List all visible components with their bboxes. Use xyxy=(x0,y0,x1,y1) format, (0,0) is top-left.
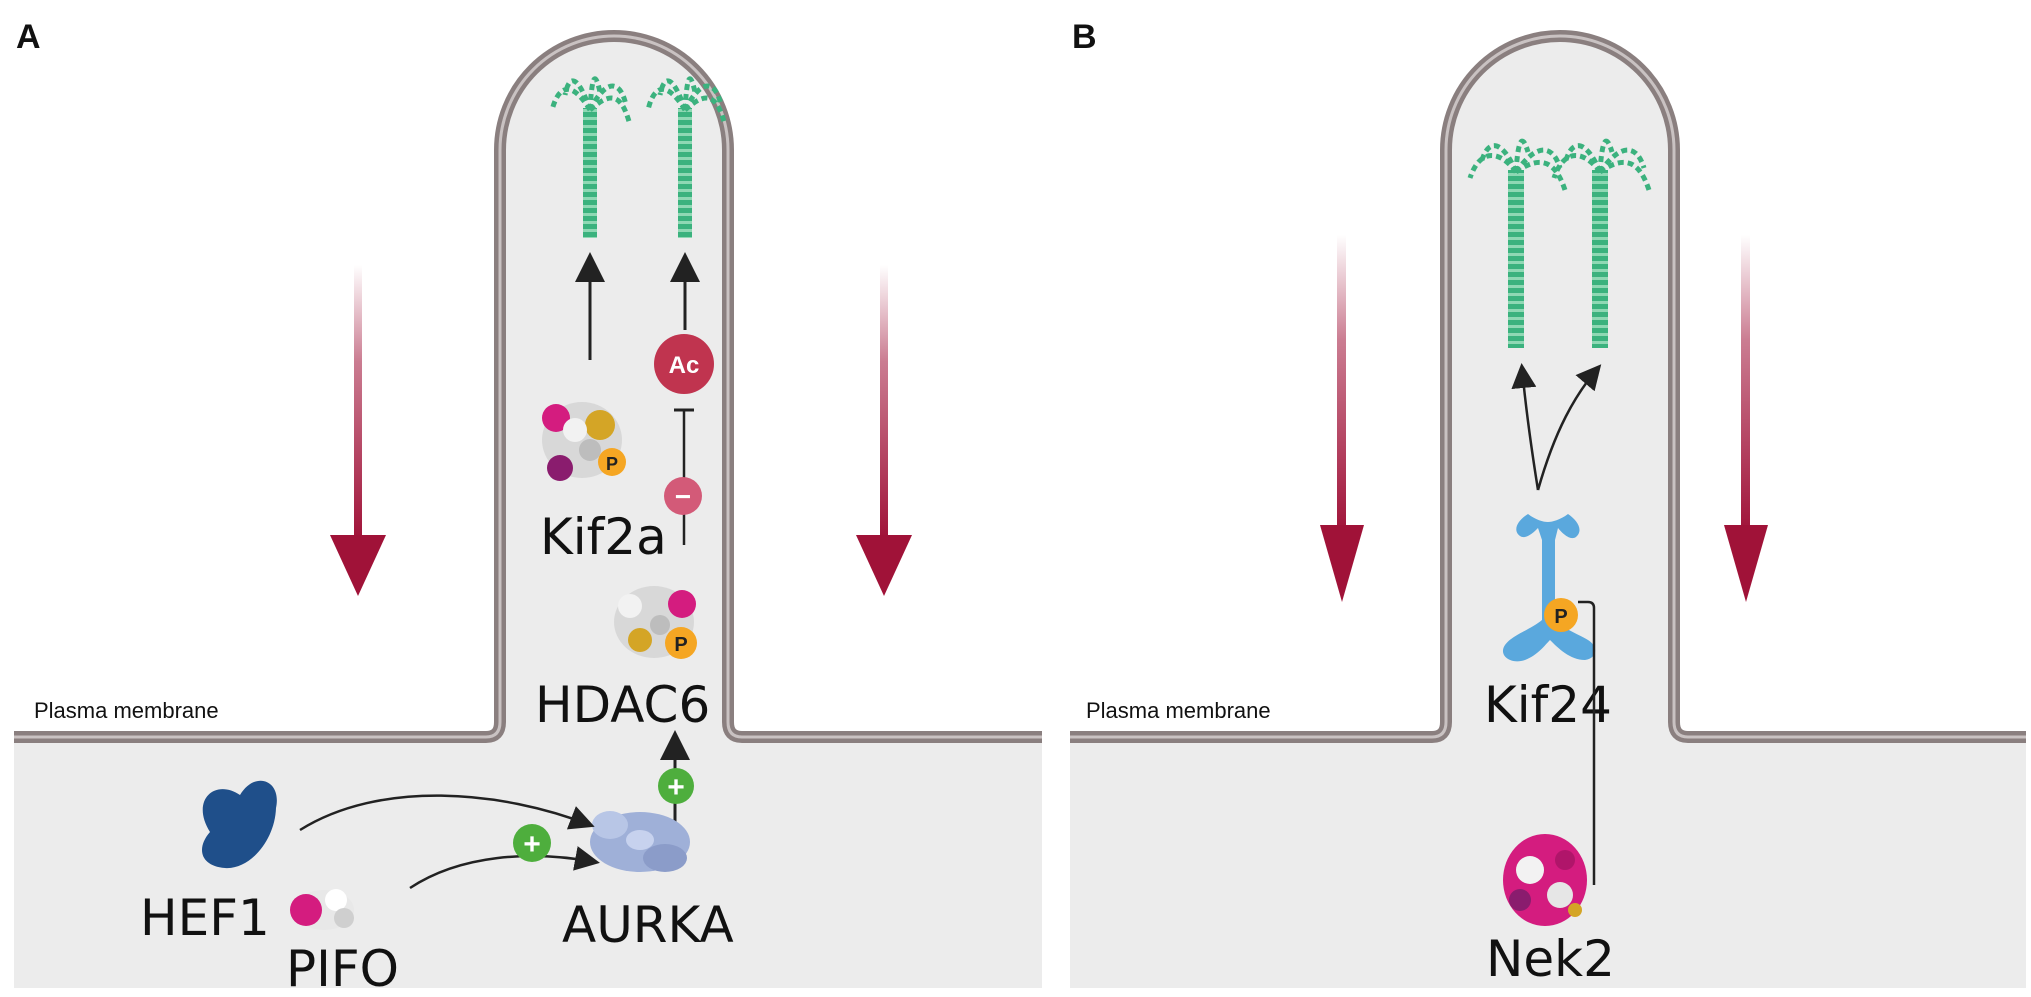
activate-badge-aurka: + xyxy=(513,824,551,862)
microtubule-b1 xyxy=(1467,138,1568,348)
panel-b-label: B xyxy=(1072,18,1097,56)
microtubule-a1 xyxy=(549,76,633,238)
nek2-label: Nek2 xyxy=(1486,930,1615,988)
plasma-membrane-label-b: Plasma membrane xyxy=(1086,698,1271,723)
cytoplasm-b xyxy=(1070,34,2026,988)
microtubule-b2 xyxy=(1551,138,1652,348)
disassembly-arrow-right-b xyxy=(1724,235,1768,602)
kif24-label: Kif24 xyxy=(1484,676,1612,734)
pifo-protein xyxy=(290,889,354,930)
arrow-pifo-to-aurka xyxy=(409,846,600,890)
panel-a: A Plasma membrane Ac xyxy=(14,18,1042,997)
aurka-protein xyxy=(590,811,690,872)
connector-nek2-to-kif24 xyxy=(1578,600,1596,885)
hdac6-label: HDAC6 xyxy=(535,676,710,734)
kif2a-protein: P xyxy=(542,402,626,481)
disassembly-arrow-right-a xyxy=(856,265,912,596)
kif24-phospho-text: P xyxy=(1554,606,1567,628)
hef1-protein xyxy=(202,780,277,869)
arrow-hef1-to-aurka xyxy=(299,794,595,832)
arrow-kif24-to-mt2 xyxy=(1536,364,1602,491)
hef1-label: HEF1 xyxy=(140,889,270,947)
pifo-label: PIFO xyxy=(286,940,399,997)
nek2-protein xyxy=(1503,834,1587,926)
disassembly-arrow-left-b xyxy=(1320,235,1364,602)
microtubule-a2 xyxy=(645,76,728,238)
cytoplasm-a xyxy=(14,34,1042,988)
kif24-protein xyxy=(1502,514,1596,662)
hdac6-protein: P xyxy=(614,586,697,659)
acetylation-badge: Ac xyxy=(654,334,714,394)
activate-badge-aurka-text: + xyxy=(523,828,541,861)
panel-a-label: A xyxy=(16,18,41,56)
inhibit-badge-text: − xyxy=(675,481,691,512)
activate-badge-hdac6-text: + xyxy=(667,771,685,804)
kif2a-label: Kif2a xyxy=(540,508,667,566)
acetylation-badge-text: Ac xyxy=(669,352,700,379)
disassembly-arrow-left-a xyxy=(330,265,386,596)
inhibit-badge: − xyxy=(664,477,702,515)
activate-badge-hdac6: + xyxy=(658,768,694,804)
hdac6-phospho-text: P xyxy=(674,634,687,656)
plasma-membrane-label-a: Plasma membrane xyxy=(34,698,219,723)
kif24-phospho-badge: P xyxy=(1544,598,1578,632)
panel-b: B Plasma membrane P Ki xyxy=(1070,18,2026,988)
kif2a-phospho-text: P xyxy=(606,454,618,474)
arrow-kif24-to-mt1 xyxy=(1511,363,1540,491)
aurka-label: AURKA xyxy=(562,896,734,954)
